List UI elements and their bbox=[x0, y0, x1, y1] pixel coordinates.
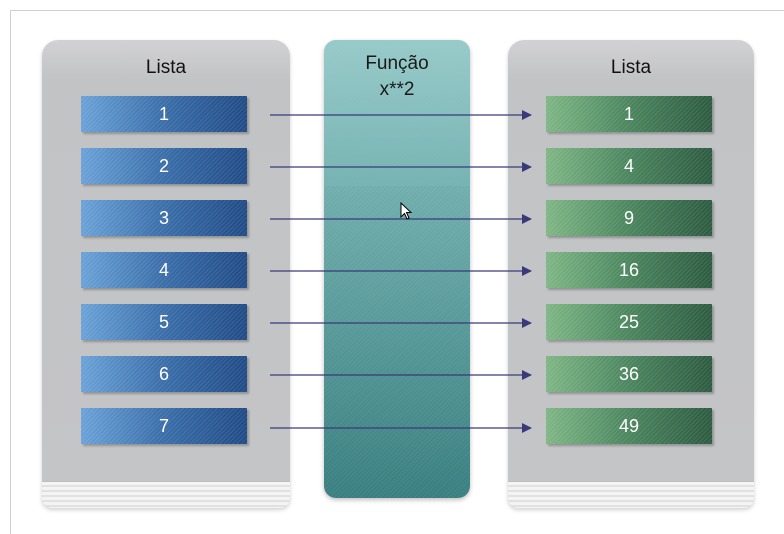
output-list-panel-footer bbox=[508, 481, 754, 508]
input-item-7: 7 bbox=[81, 408, 247, 444]
output-item-1: 1 bbox=[546, 96, 712, 132]
input-item-1: 1 bbox=[81, 96, 247, 132]
function-title: Função bbox=[365, 53, 429, 74]
input-list-title: Lista bbox=[145, 57, 187, 78]
output-item-5: 25 bbox=[546, 304, 712, 340]
input-list-panel-footer bbox=[42, 481, 290, 508]
output-item-4: 16 bbox=[546, 252, 712, 288]
input-item-5: 5 bbox=[81, 304, 247, 340]
function-panel: Função x**2 bbox=[324, 40, 470, 498]
output-item-2: 4 bbox=[546, 148, 712, 184]
function-expression: x**2 bbox=[379, 79, 415, 100]
input-item-4: 4 bbox=[81, 252, 247, 288]
mouse-pointer-icon bbox=[400, 202, 413, 220]
input-item-2: 2 bbox=[81, 148, 247, 184]
output-item-7: 49 bbox=[546, 408, 712, 444]
input-item-3: 3 bbox=[81, 200, 247, 236]
function-header-band bbox=[324, 40, 470, 186]
output-list-title: Lista bbox=[610, 57, 652, 78]
output-item-3: 9 bbox=[546, 200, 712, 236]
input-item-6: 6 bbox=[81, 356, 247, 392]
output-item-6: 36 bbox=[546, 356, 712, 392]
